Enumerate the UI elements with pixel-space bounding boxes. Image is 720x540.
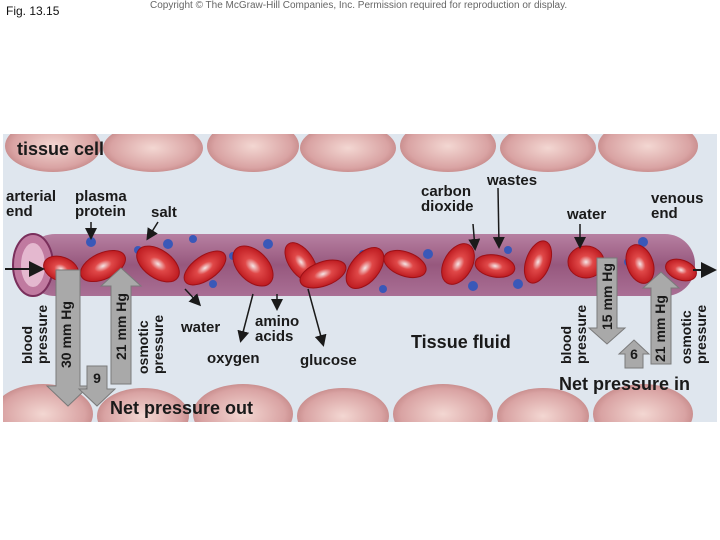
net-in-value: 6 bbox=[630, 346, 638, 362]
figure-label: Fig. 13.15 bbox=[6, 4, 60, 18]
net-pressure-in-label: Net pressure in bbox=[559, 374, 691, 394]
oxygen-label: oxygen bbox=[207, 350, 260, 367]
tissue-cell-label: tissue cell bbox=[17, 139, 105, 159]
annotation-arrows bbox=[85, 187, 586, 347]
net-out-value: 9 bbox=[93, 370, 101, 386]
pressure-arrows bbox=[45, 257, 681, 407]
salt-label: salt bbox=[151, 204, 177, 221]
arterial-osmotic-value: 21 mm Hg bbox=[113, 293, 129, 360]
wastes-label: wastes bbox=[487, 172, 538, 189]
venous-osmotic-value: 21 mm Hg bbox=[652, 295, 668, 362]
arterial-bp-value: 30 mm Hg bbox=[58, 301, 74, 368]
water-label-right: water bbox=[567, 206, 607, 223]
capillary-illustration bbox=[3, 134, 717, 422]
flow-arrows bbox=[5, 261, 717, 278]
net-pressure-out-label: Net pressure out bbox=[110, 398, 254, 418]
red-blood-cells bbox=[43, 240, 697, 289]
tissue-cells-top bbox=[5, 134, 698, 172]
glucose-label: glucose bbox=[300, 352, 357, 369]
copyright-notice: Copyright © The McGraw-Hill Companies, I… bbox=[150, 0, 568, 11]
water-label-left: water bbox=[181, 319, 221, 336]
venous-bp-value: 15 mm Hg bbox=[599, 263, 615, 330]
tissue-fluid-label: Tissue fluid bbox=[411, 332, 511, 352]
